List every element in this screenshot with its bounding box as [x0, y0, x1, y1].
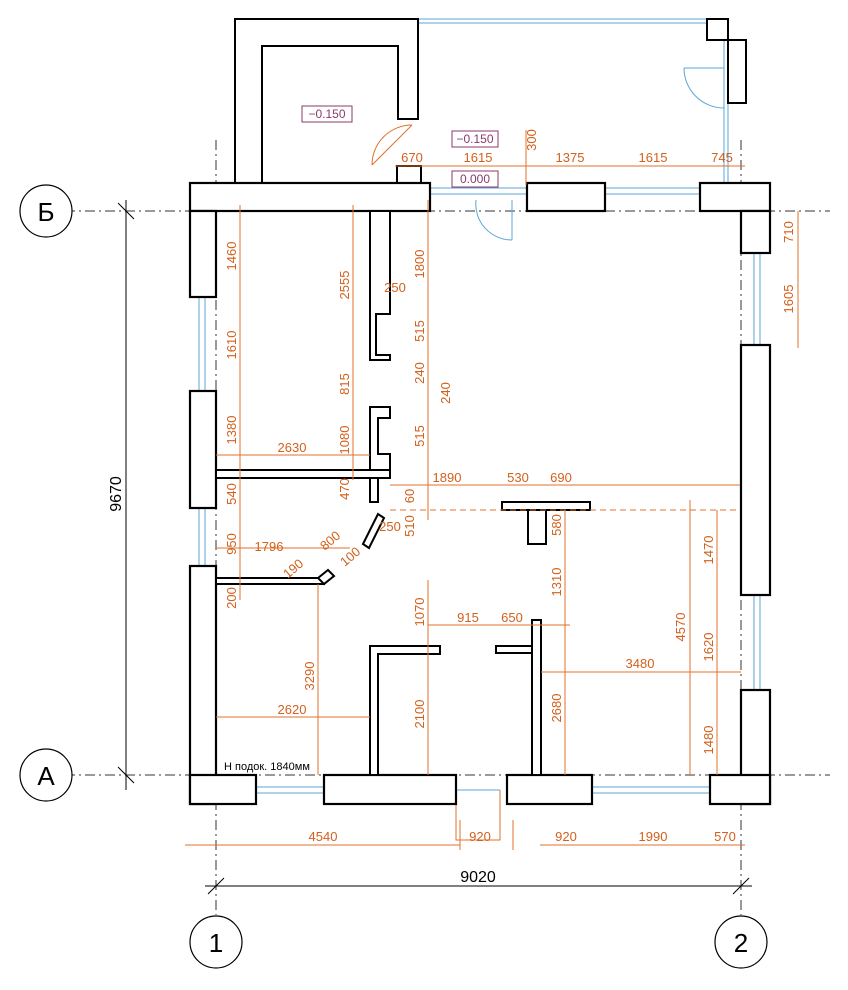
- walls: [188, 18, 772, 806]
- dim-label: 2555: [337, 271, 352, 300]
- level-markers: −0.150 −0.150 0.000: [301, 105, 499, 188]
- dim-label: 580: [549, 514, 564, 536]
- dim-label: 4540: [309, 829, 338, 844]
- overall-width-label: 9020: [460, 869, 496, 886]
- dim-label: 2630: [278, 440, 307, 455]
- dim-label: 1620: [701, 633, 716, 662]
- door-entrance: [475, 199, 513, 241]
- dim-label: 1080: [337, 426, 352, 455]
- dim-label: 2100: [412, 700, 427, 729]
- dim-label: 650: [501, 610, 523, 625]
- dim-label: 530: [507, 470, 529, 485]
- level-box: [301, 105, 353, 123]
- dim-label: 1470: [701, 536, 716, 565]
- dim-label: 1990: [639, 829, 668, 844]
- dim-label: 1800: [412, 250, 427, 279]
- dim-label: 915: [457, 610, 479, 625]
- level-box: [451, 130, 499, 148]
- axis-bubble-2: 2: [714, 915, 768, 969]
- dim-label: 1480: [701, 726, 716, 755]
- dim-label: 3290: [302, 662, 317, 691]
- door-bottom: [455, 790, 501, 841]
- partition-diagonal: [361, 512, 386, 550]
- dim-label: 1380: [224, 416, 239, 445]
- door-porch-right: [683, 67, 725, 109]
- overall-height-dimension: 9670: [108, 200, 135, 790]
- level-label: −0.150: [456, 132, 493, 146]
- sill-height-note: Н подок. 1840мм: [224, 761, 310, 773]
- dim-label: 745: [711, 150, 733, 165]
- dim-label: 815: [337, 373, 352, 395]
- axis-label-1: 1: [209, 928, 223, 958]
- dim-label: 240: [438, 382, 453, 404]
- dim-label: 1615: [639, 150, 668, 165]
- dim-label: 1070: [412, 598, 427, 627]
- dimension-lines: [185, 130, 799, 850]
- dim-label: 1890: [433, 470, 462, 485]
- dim-label: 570: [714, 829, 736, 844]
- axis-bubble-b: Б: [19, 184, 73, 238]
- dim-label: 950: [224, 533, 239, 555]
- axis-label-b: Б: [37, 197, 54, 227]
- partition-middle: [369, 406, 391, 471]
- dim-label: 920: [555, 829, 577, 844]
- overall-width-dimension: 9020: [205, 869, 752, 895]
- dim-label: 670: [401, 150, 423, 165]
- level-box: [451, 170, 499, 188]
- axis-bubble-a: А: [19, 748, 73, 802]
- dim-label: 1460: [224, 242, 239, 271]
- dim-label: 3480: [626, 656, 655, 671]
- dim-label: 1310: [549, 568, 564, 597]
- dim-label: 2680: [549, 694, 564, 723]
- axis-label-a: А: [37, 761, 55, 791]
- dim-label: 240: [412, 362, 427, 384]
- dim-label: 510: [402, 515, 417, 537]
- door-porch-left: [371, 124, 413, 166]
- dim-label: 710: [781, 221, 796, 243]
- level-label: −0.150: [308, 107, 345, 121]
- partition-upper: [369, 210, 391, 361]
- dim-label: 1796: [255, 539, 284, 554]
- dim-label: 800: [317, 528, 343, 553]
- dim-label: 515: [412, 320, 427, 342]
- dim-label: 540: [224, 483, 239, 505]
- dim-label: 1610: [224, 331, 239, 360]
- dim-label: 200: [224, 587, 239, 609]
- level-label: 0.000: [460, 172, 490, 186]
- dim-label: 690: [550, 470, 572, 485]
- dim-label: 1605: [781, 285, 796, 314]
- dim-label: 300: [524, 129, 539, 151]
- dim-label: 4570: [673, 613, 688, 642]
- axis-label-2: 2: [734, 928, 748, 958]
- dim-label: 920: [469, 829, 491, 844]
- doors: [371, 67, 725, 841]
- axis-bubble-1: 1: [189, 915, 243, 969]
- porch-wall: [234, 18, 419, 184]
- dim-label: 60: [402, 489, 417, 503]
- overall-height-label: 9670: [108, 476, 125, 512]
- dim-label: 1375: [556, 150, 585, 165]
- dim-label: 1615: [464, 150, 493, 165]
- dim-label: 250: [379, 519, 401, 534]
- dim-label: 2620: [278, 702, 307, 717]
- dim-label: 470: [337, 478, 352, 500]
- dim-label: 250: [384, 280, 406, 295]
- dimension-labels: 670 1615 300 1375 1615 745 710 1605 1460…: [224, 129, 796, 844]
- dim-label: 515: [412, 425, 427, 447]
